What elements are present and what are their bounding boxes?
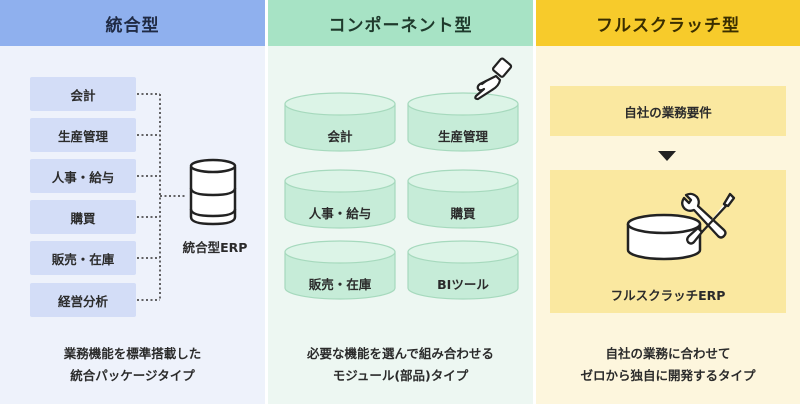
component-caption-line2: モジュール(部品)タイプ bbox=[332, 368, 469, 383]
integrated-caption-line2: 統合パッケージタイプ bbox=[70, 368, 195, 383]
module-accounting: 会計 bbox=[30, 77, 136, 111]
module-production: 生産管理 bbox=[30, 118, 136, 152]
full-scratch-title: フルスクラッチ型 bbox=[536, 0, 800, 46]
integrated-column: 統合型 会計 生産管理 人事・給与 購買 販売・在庫 経営分析 統合型ERP 業… bbox=[0, 0, 265, 404]
component-sales-inventory: 販売・在庫 bbox=[308, 277, 372, 292]
full-scratch-erp-box: フルスクラッチERP bbox=[550, 170, 786, 313]
full-scratch-caption: 自社の業務に合わせて ゼロから独自に開発するタイプ bbox=[536, 343, 800, 387]
business-requirements-box: 自社の業務要件 bbox=[550, 86, 786, 136]
erp-disk bbox=[626, 213, 702, 261]
module-purchasing: 購買 bbox=[30, 200, 136, 234]
integrated-caption: 業務機能を標準搭載した 統合パッケージタイプ bbox=[0, 343, 265, 387]
component-accounting: 会計 bbox=[327, 129, 353, 144]
component-purchasing: 購買 bbox=[450, 206, 476, 221]
component-bi-tool: BIツール bbox=[437, 277, 489, 292]
module-sales-inventory: 販売・在庫 bbox=[30, 241, 136, 275]
dotted-connectors bbox=[137, 93, 186, 301]
full-scratch-caption-line1: 自社の業務に合わせて bbox=[605, 346, 731, 361]
component-production: 生産管理 bbox=[437, 129, 488, 144]
database-icon bbox=[189, 158, 237, 226]
component-caption: 必要な機能を選んで組み合わせる モジュール(部品)タイプ bbox=[268, 343, 533, 387]
integrated-caption-line1: 業務機能を標準搭載した bbox=[63, 346, 202, 361]
full-scratch-column: フルスクラッチ型 自社の業務要件 フルスクラッチERP 自社の業務に合わせて ゼ… bbox=[536, 0, 800, 404]
component-hr-payroll: 人事・給与 bbox=[308, 206, 372, 221]
module-hr-payroll: 人事・給与 bbox=[30, 159, 136, 193]
full-scratch-erp-label: フルスクラッチERP bbox=[610, 288, 726, 303]
wrench-screwdriver-icon bbox=[681, 192, 736, 245]
component-title: コンポーネント型 bbox=[268, 0, 533, 46]
arrow-down-icon bbox=[658, 151, 676, 161]
component-column: コンポーネント型 会計 生産管理 人事・給与 購買 販売・在庫 BIツール bbox=[268, 0, 533, 404]
component-caption-line1: 必要な機能を選んで組み合わせる bbox=[307, 346, 494, 361]
pointing-hand-icon bbox=[474, 57, 513, 101]
module-management-analysis: 経営分析 bbox=[30, 283, 136, 317]
component-cylinders bbox=[284, 92, 519, 300]
integrated-erp-label: 統合型ERP bbox=[182, 240, 248, 255]
integrated-title: 統合型 bbox=[0, 0, 265, 46]
full-scratch-caption-line2: ゼロから独自に開発するタイプ bbox=[580, 368, 756, 383]
